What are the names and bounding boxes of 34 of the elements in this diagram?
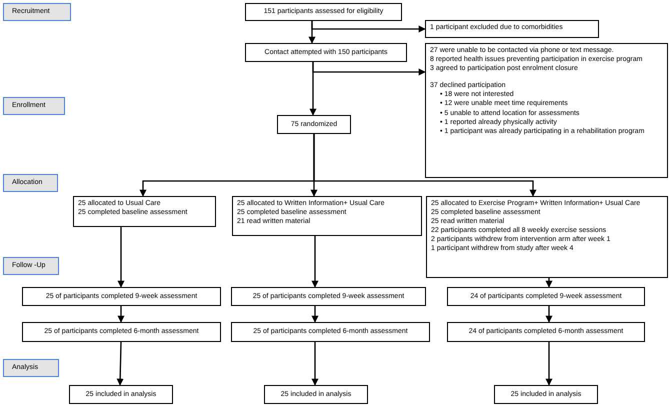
arrow (546, 342, 552, 386)
stage-label (3, 257, 59, 275)
arrow (311, 21, 426, 32)
arrow (312, 62, 426, 76)
stage-label (3, 3, 71, 21)
arrow (546, 278, 552, 288)
process-box (73, 196, 216, 227)
process-box (277, 115, 351, 134)
process-box (231, 287, 426, 306)
process-box (245, 3, 402, 21)
arrow (312, 342, 318, 386)
process-box (425, 20, 599, 38)
stage-label (3, 97, 65, 115)
process-box (231, 322, 430, 342)
arrow (312, 236, 318, 288)
process-box (426, 196, 668, 278)
arrow (546, 306, 552, 323)
arrow (118, 306, 124, 323)
stage-label (3, 174, 58, 192)
arrow (312, 306, 318, 323)
process-box (69, 385, 173, 404)
process-box (494, 385, 598, 404)
process-box (232, 196, 422, 236)
arrow (313, 134, 536, 197)
stage-label (3, 359, 59, 377)
process-box (22, 322, 221, 342)
process-box (447, 322, 645, 342)
exclusion-box (425, 43, 668, 178)
process-box (22, 287, 221, 306)
process-box (264, 385, 368, 404)
arrow (118, 227, 124, 288)
process-box (447, 287, 645, 306)
process-box (245, 43, 407, 62)
arrow (116, 342, 124, 386)
